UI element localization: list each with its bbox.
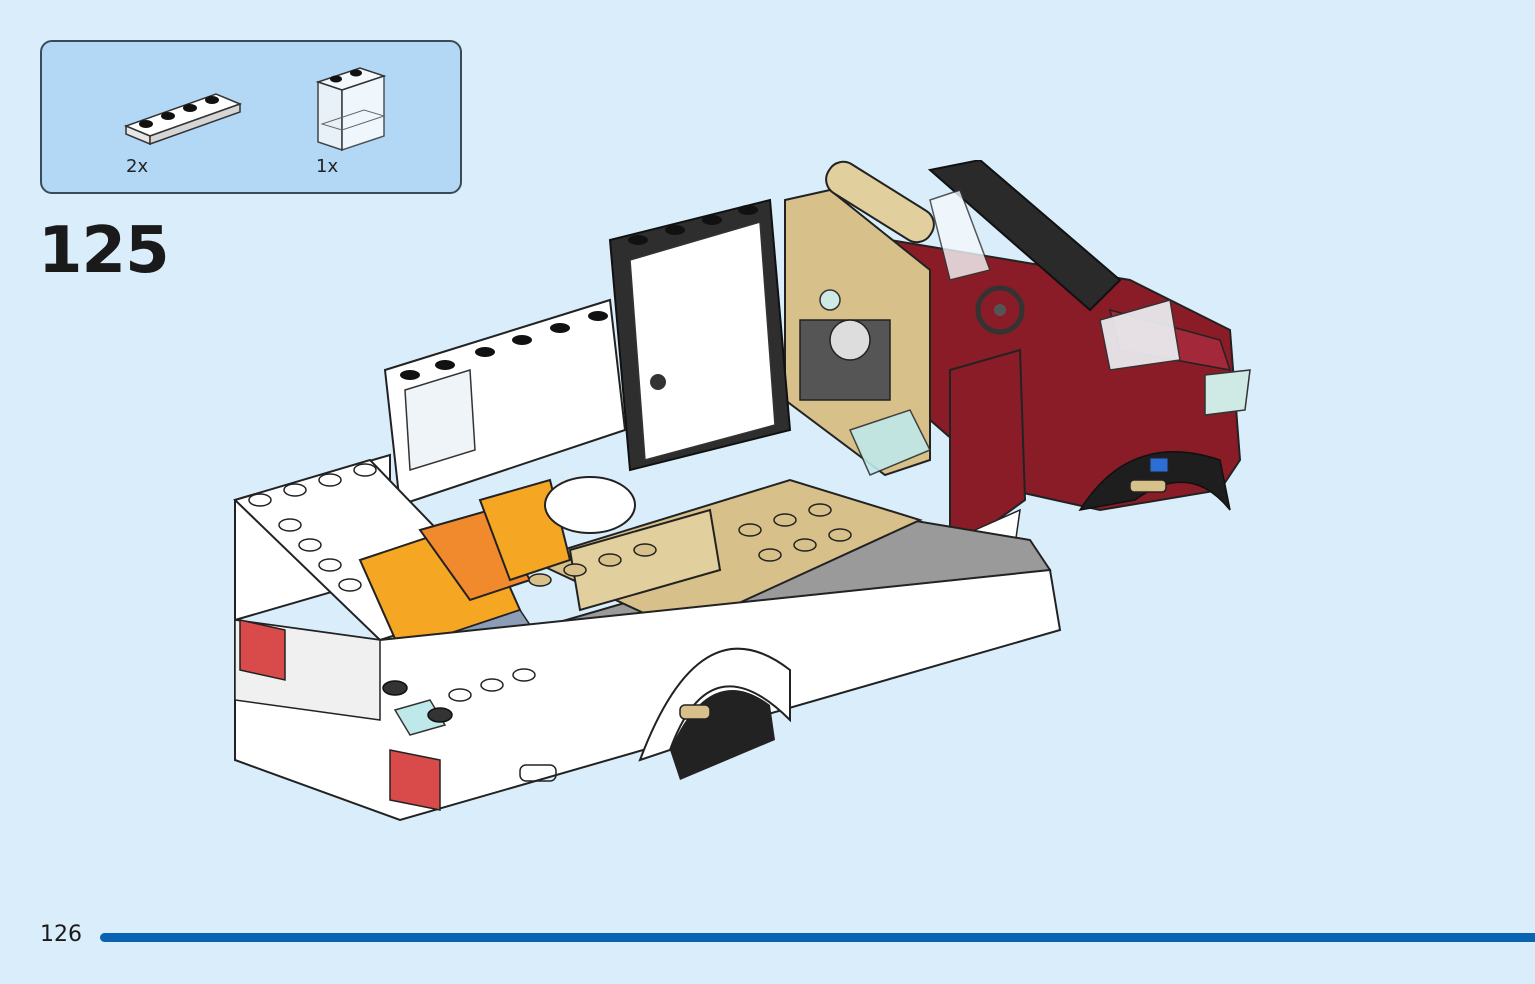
part-quantity: 2x [126, 156, 149, 177]
body-base [233, 453, 1062, 822]
camper-truck-model-illustration [233, 160, 1251, 822]
part-quantity: 1x [316, 156, 339, 177]
white-plate-1x4-icon [124, 93, 243, 146]
page-number: 126 [40, 922, 82, 947]
kitchen-unit [784, 160, 935, 477]
transparent-panel-1x2x2-icon [315, 67, 387, 152]
parts-callout: 2x 1x [40, 40, 462, 194]
back-wall [383, 298, 627, 507]
door-frame [608, 198, 792, 472]
progress-bar [100, 933, 1535, 942]
step-number: 125 [38, 214, 170, 288]
